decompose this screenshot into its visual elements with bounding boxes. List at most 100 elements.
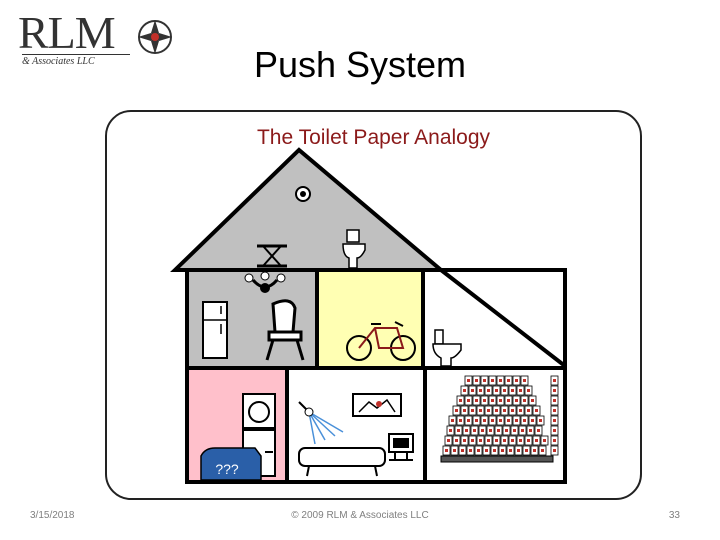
armchair-icon bbox=[265, 299, 305, 361]
toilet-paper-label bbox=[487, 409, 490, 412]
house-illustration: ??? bbox=[170, 147, 567, 484]
toilet-paper-label bbox=[455, 409, 458, 412]
toilet-paper-label bbox=[475, 419, 478, 422]
toilet-paper-label bbox=[517, 449, 520, 452]
compass-rose-icon bbox=[138, 20, 172, 54]
toilet-paper-label bbox=[467, 419, 470, 422]
house-outline bbox=[185, 268, 567, 484]
toilet-paper-label bbox=[553, 439, 556, 442]
slide-title: Push System bbox=[0, 44, 720, 86]
toilet-paper-label bbox=[541, 449, 544, 452]
toilet-paper-label bbox=[553, 389, 556, 392]
toilet-paper-label bbox=[553, 409, 556, 412]
toilet-paper-label bbox=[521, 429, 524, 432]
toilet-paper-label bbox=[527, 409, 530, 412]
bicycle-icon bbox=[346, 321, 416, 361]
toilet-paper-label bbox=[507, 419, 510, 422]
toilet-paper-label bbox=[519, 389, 522, 392]
rlm-logo: RLM & Associates LLC bbox=[18, 8, 178, 70]
toilet-paper-label bbox=[465, 429, 468, 432]
toilet-paper-label bbox=[503, 409, 506, 412]
toilet-paper-label bbox=[469, 449, 472, 452]
toilet-paper-label bbox=[475, 399, 478, 402]
toilet-paper-label bbox=[499, 399, 502, 402]
footer-date: 3/15/2018 bbox=[30, 510, 75, 521]
toilet-paper-label bbox=[499, 379, 502, 382]
toilet-paper-label bbox=[463, 439, 466, 442]
attic-clock-icon bbox=[295, 186, 311, 202]
toilet-paper-label bbox=[531, 399, 534, 402]
toilet-paper-label bbox=[451, 419, 454, 422]
toilet-paper-label bbox=[483, 419, 486, 422]
toilet-paper-label bbox=[523, 379, 526, 382]
toilet-paper-label bbox=[467, 379, 470, 382]
toilet-paper-label bbox=[483, 399, 486, 402]
toilet-paper-label bbox=[459, 399, 462, 402]
toilet-paper-label bbox=[553, 419, 556, 422]
toilet-paper-label bbox=[553, 379, 556, 382]
question-sign-text: ??? bbox=[215, 461, 239, 477]
analogy-figure-frame: The Toilet Paper Analogy bbox=[105, 110, 642, 500]
toilet-paper-label bbox=[455, 439, 458, 442]
toilet-paper-label bbox=[533, 449, 536, 452]
toilet-paper-label bbox=[529, 429, 532, 432]
toilet-paper-label bbox=[497, 429, 500, 432]
toilet-paper-label bbox=[535, 409, 538, 412]
toilet-paper-label bbox=[493, 449, 496, 452]
toilet-paper-label bbox=[503, 439, 506, 442]
toilet-paper-label bbox=[483, 379, 486, 382]
toilet-paper-label bbox=[479, 389, 482, 392]
toilet-paper-label bbox=[519, 409, 522, 412]
toilet-paper-label bbox=[459, 419, 462, 422]
toilet-paper-label bbox=[527, 439, 530, 442]
room-upper-middle bbox=[319, 272, 423, 368]
toilet-paper-label bbox=[495, 389, 498, 392]
footer-copyright: © 2009 RLM & Associates LLC bbox=[291, 510, 429, 521]
logo-subtitle: & Associates LLC bbox=[22, 54, 130, 67]
toilet-paper-label bbox=[553, 429, 556, 432]
toilet-paper-label bbox=[515, 399, 518, 402]
toilet-paper-label bbox=[507, 399, 510, 402]
toilet-paper-label bbox=[479, 409, 482, 412]
toilet-paper-label bbox=[511, 389, 514, 392]
toilet-paper-label bbox=[527, 389, 530, 392]
slide-title-text: Push System bbox=[253, 44, 467, 85]
toilet-paper-label bbox=[461, 449, 464, 452]
toilet-paper-label bbox=[511, 409, 514, 412]
bathroom-toilet-icon bbox=[432, 329, 462, 367]
toilet-paper-label bbox=[507, 379, 510, 382]
toilet-paper-label bbox=[479, 439, 482, 442]
toilet-paper-label bbox=[503, 389, 506, 392]
toilet-paper-label bbox=[501, 449, 504, 452]
logo-main-text: RLM bbox=[18, 7, 116, 58]
toilet-paper-label bbox=[487, 439, 490, 442]
toilet-paper-label bbox=[457, 429, 460, 432]
toilet-paper-label bbox=[491, 419, 494, 422]
footer-page-number: 33 bbox=[668, 510, 680, 521]
toilet-paper-label bbox=[553, 449, 556, 452]
pallet bbox=[440, 455, 554, 463]
toilet-paper-label bbox=[447, 439, 450, 442]
television-icon bbox=[388, 433, 414, 461]
toilet-paper-label bbox=[531, 419, 534, 422]
toilet-paper-stack bbox=[442, 375, 559, 456]
toilet-paper-label bbox=[513, 429, 516, 432]
toilet-paper-label bbox=[473, 429, 476, 432]
toilet-paper-label bbox=[489, 429, 492, 432]
toilet-paper-label bbox=[535, 439, 538, 442]
toilet-paper-label bbox=[463, 409, 466, 412]
toilet-paper-label bbox=[553, 399, 556, 402]
toilet-paper-label bbox=[523, 399, 526, 402]
bathtub-icon bbox=[298, 447, 386, 477]
toilet-paper-label bbox=[485, 449, 488, 452]
toilet-paper-label bbox=[467, 399, 470, 402]
toilet-paper-label bbox=[463, 389, 466, 392]
toilet-paper-label bbox=[539, 419, 542, 422]
toilet-paper-label bbox=[471, 409, 474, 412]
toilet-paper-label bbox=[509, 449, 512, 452]
toilet-paper-label bbox=[537, 429, 540, 432]
toilet-paper-label bbox=[543, 439, 546, 442]
toilet-paper-label bbox=[519, 439, 522, 442]
attic-roof bbox=[170, 147, 447, 272]
toilet-paper-label bbox=[491, 379, 494, 382]
